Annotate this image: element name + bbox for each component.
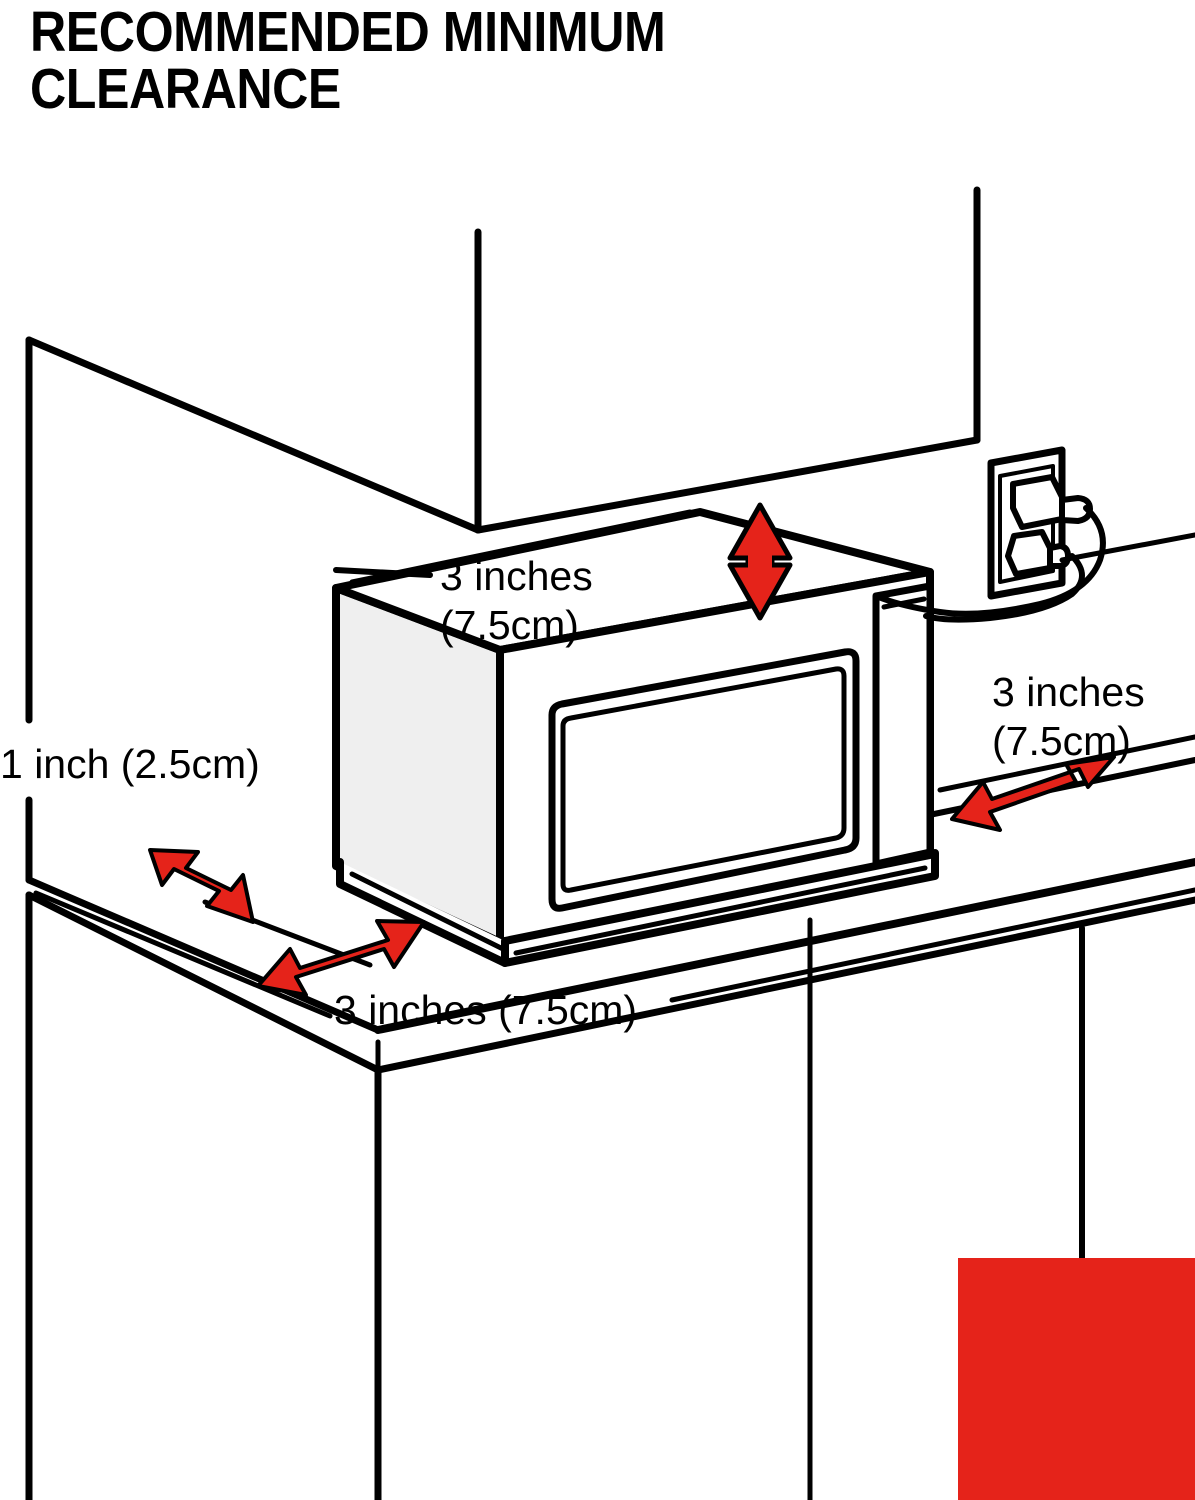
red-color-block	[958, 1258, 1195, 1500]
power-plug-lower	[1005, 529, 1071, 577]
arrow-front-diagonal	[256, 919, 426, 997]
label-left-clearance: 1 inch (2.5cm)	[0, 741, 260, 787]
label-top-clearance: 3 inches (7.5cm)	[440, 553, 593, 648]
clearance-arrows	[148, 502, 1116, 997]
leader-top	[333, 567, 433, 578]
arrow-top-vertical	[727, 502, 793, 621]
microwave-control-panel	[872, 582, 934, 868]
page-title: RECOMMENDED MINIMUM CLEARANCE	[30, 0, 666, 121]
label-leader-lines	[333, 567, 433, 578]
countertop	[25, 734, 1195, 1074]
power-plug-upper	[1010, 474, 1093, 530]
lower-cabinet	[25, 891, 1085, 1500]
label-front-clearance: 3 inches (7.5cm)	[334, 987, 638, 1033]
label-right-clearance: 3 inches (7.5cm)	[992, 669, 1145, 764]
microwave-door-window	[548, 648, 860, 912]
upper-cabinet	[25, 186, 981, 534]
power-cord	[873, 505, 1106, 623]
arrow-left-rear-diagonal	[148, 848, 255, 924]
arrow-right-diagonal	[950, 755, 1116, 832]
